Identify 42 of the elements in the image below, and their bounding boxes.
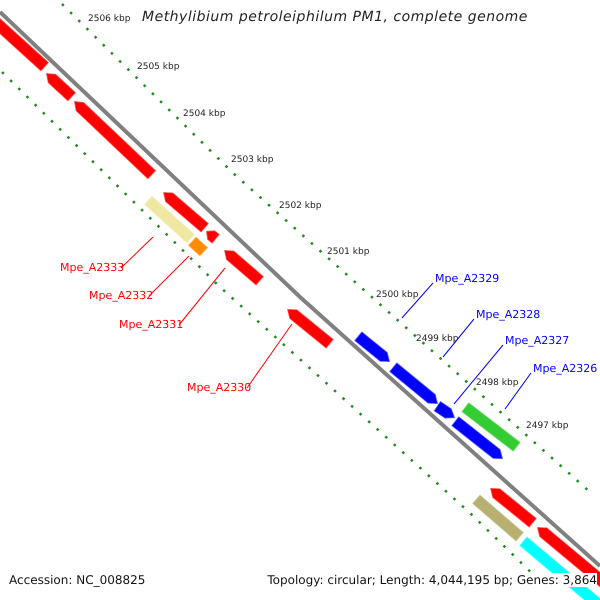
accession-text: Accession: NC_008825 (9, 573, 146, 587)
leader-line (148, 256, 190, 296)
gene-bar (162, 191, 210, 234)
gene-label: Mpe_A2328 (476, 309, 540, 321)
leader-line (454, 344, 504, 404)
gene-bar (73, 100, 158, 180)
leader-line (178, 268, 226, 326)
leader-line (442, 318, 474, 358)
position-label: 2506 kbp (88, 14, 130, 24)
gene-bar (489, 487, 538, 529)
leader-line (246, 324, 292, 388)
position-label: 2498 kbp (476, 378, 518, 388)
position-label: 2501 kbp (327, 247, 370, 257)
gene-bar (353, 330, 391, 363)
position-label: 2504 kbp (183, 109, 226, 119)
position-label: 2505 kbp (137, 62, 180, 72)
gene-label: Mpe_A2327 (505, 335, 570, 347)
gene-bar (518, 535, 600, 600)
gene-bar (286, 308, 335, 350)
gene-bar (205, 230, 221, 245)
gene-bar (460, 401, 522, 453)
position-label: 2500 kbp (376, 290, 418, 300)
gene-bar (142, 194, 196, 244)
gene-bar (223, 249, 265, 287)
gene-bar (45, 72, 78, 102)
leader-line (402, 282, 434, 318)
position-label: 2499 kbp (416, 334, 458, 344)
gene-bar (388, 361, 439, 405)
leader-line (504, 372, 532, 410)
gene-label: Mpe_A2332 (89, 290, 154, 302)
position-label: 2502 kbp (279, 201, 322, 211)
position-label: 2503 kbp (231, 155, 274, 165)
gene-label: Mpe_A2330 (187, 382, 252, 394)
leader-line (120, 236, 154, 268)
gene-label: Mpe_A2331 (119, 319, 184, 331)
gene-label: Mpe_A2329 (435, 273, 500, 285)
gene-label: Mpe_A2326 (533, 363, 598, 375)
position-label: 2497 kbp (526, 421, 568, 431)
gene-bar (450, 415, 504, 460)
gene-bar (432, 400, 456, 420)
gene-bar (471, 493, 525, 543)
gene-label: Mpe_A2333 (60, 262, 124, 274)
